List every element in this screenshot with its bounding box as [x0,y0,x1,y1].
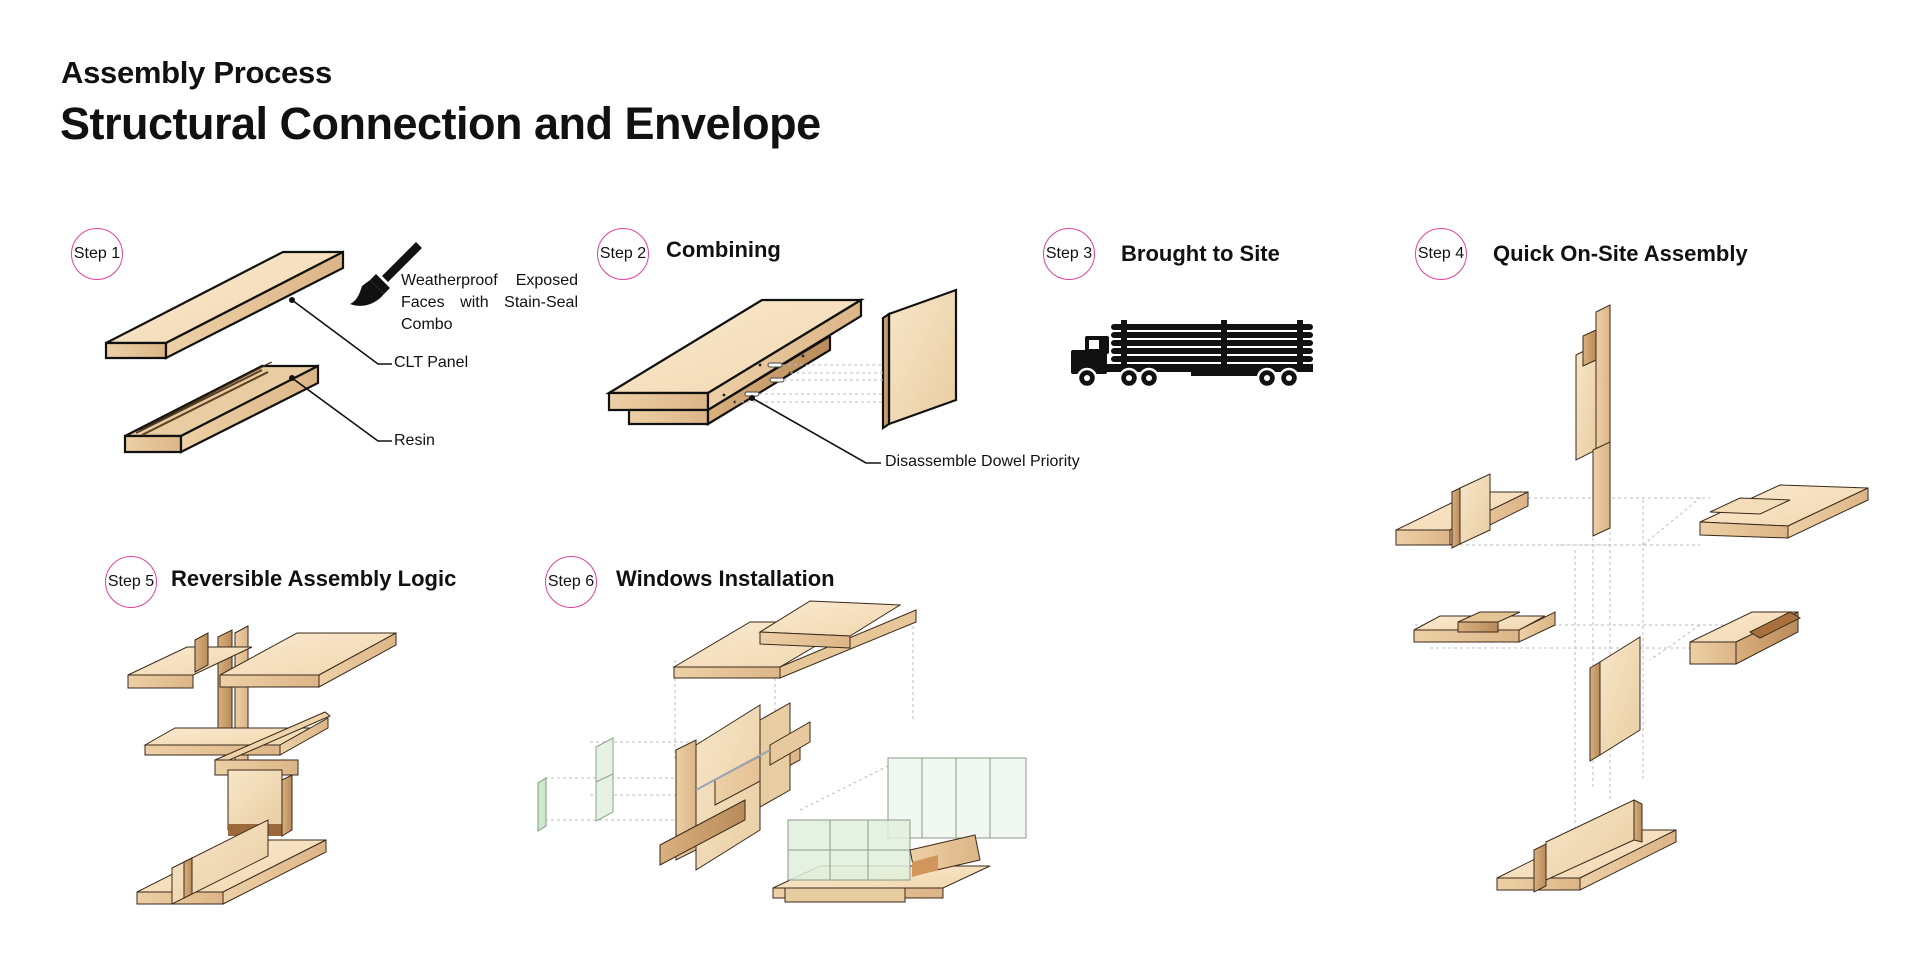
clt-panel-label: CLT Panel [394,354,469,371]
step-6-title: Windows Installation [616,566,835,591]
step-1-badge: Step 1 [71,228,123,280]
resin-panel [123,361,320,454]
step-2-badge: Step 2 [597,228,649,280]
page-title: Structural Connection and Envelope [60,98,821,149]
step-4-base [1496,799,1677,893]
step-2-beam-assembly [605,298,865,426]
resin-rib [257,361,272,370]
step-6-glass-right [887,757,1027,839]
section-eyebrow: Assembly Process [61,55,332,90]
step-2-end-panel [881,288,958,431]
step-4-column-upper [1575,304,1611,537]
clt-panel [104,250,345,360]
step-2-title: Combining [666,237,781,262]
step-4-slab-mid-left [1413,611,1556,643]
step-6-badge: Step 6 [545,556,597,608]
paintbrush-icon [350,242,422,306]
log-truck-icon [1071,320,1313,389]
step-4-slab-top-left [1395,473,1529,549]
dowel-leader [749,395,881,464]
step-1-weatherproof-note: Weatherproof Exposed Faces with Stain-Se… [401,272,578,333]
step-4-title: Quick On-Site Assembly [1493,241,1748,266]
step-4-slab-top-right [1699,484,1869,539]
step-5-structure [127,625,397,905]
step-5-badge: Step 5 [105,556,157,608]
step-6-glass-left [537,737,614,832]
step-4-slab-mid-right [1689,611,1802,665]
resin-label: Resin [394,432,435,449]
step-3-title: Brought to Site [1121,241,1280,266]
clt-panel-leader [289,297,392,365]
step-4-badge: Step 4 [1415,228,1467,280]
step-6-floor [772,819,991,903]
step-3-badge: Step 3 [1043,228,1095,280]
step-6-roof-slab [672,600,917,679]
step-4-panel-mid [1589,636,1641,762]
dowel-label: Disassemble Dowel Priority [885,453,1080,470]
step-5-title: Reversible Assembly Logic [171,566,457,591]
step-6-wall-assembly [659,702,811,871]
resin-leader [289,375,392,442]
